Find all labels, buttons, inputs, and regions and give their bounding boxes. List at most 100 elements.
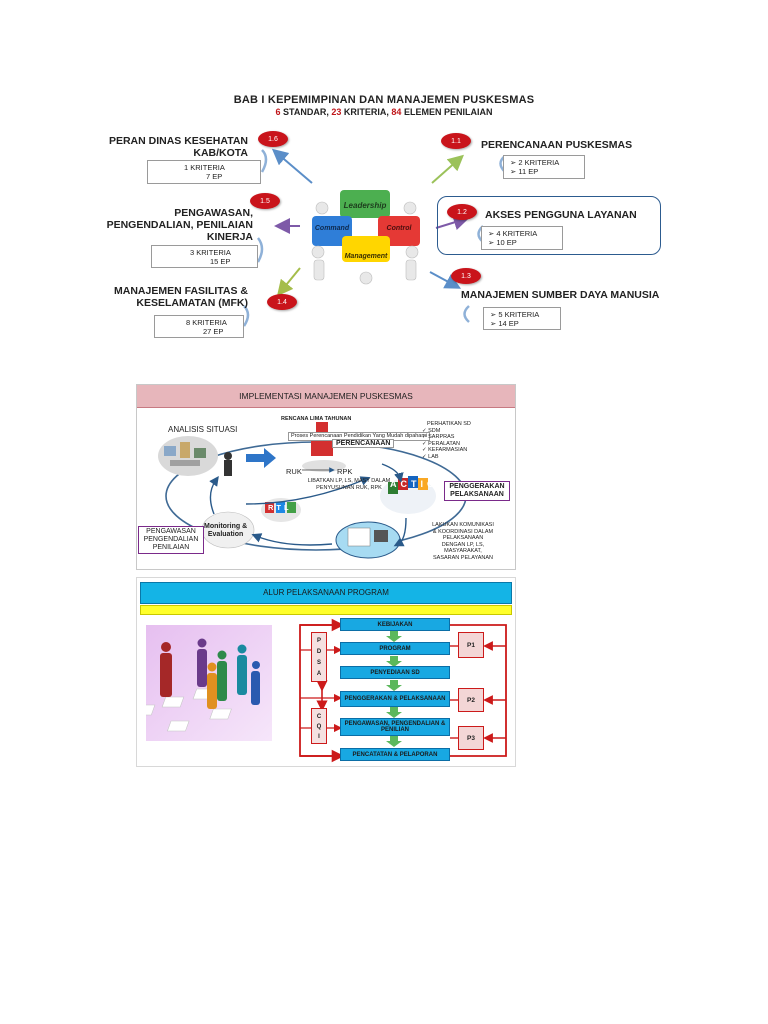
cqi-box: C Q I [311, 708, 327, 744]
action-letters: ACTION [390, 479, 449, 489]
pengawasan-box: PENGAWASAN PENGENDALIAN PENILAIAN [138, 526, 204, 554]
lakukan-line: MASYARAKAT, [444, 548, 482, 554]
alur-header: ALUR PELAKSANAAN PROGRAM [140, 582, 512, 604]
lakukan-line: LAKUKAN KOMUNIKASI [432, 522, 494, 528]
topic-line: KESELAMATAN (MFK) [136, 297, 248, 309]
topic-line: MANAJEMEN FASILITAS & [114, 285, 248, 297]
topic-line: PENGENDALIAN, PENILAIAN [106, 219, 253, 231]
criteria-box-1-2: ➢ 4 KRITERIA ➢ 10 EP [481, 226, 563, 250]
badge-1-6: 1.6 [258, 131, 288, 147]
kriteria-text: ➢ 5 KRITERIA [490, 310, 540, 319]
rtl-letter: L [284, 503, 292, 512]
action-letter: N [438, 479, 449, 489]
section1-arrows [242, 148, 506, 327]
checklist-sd: PERHATIKAN SD ✓ SDM ✓ SARPRAS ✓ PERALATA… [422, 421, 471, 460]
monitoring-line: Evaluation [207, 531, 244, 538]
p3-box: P3 [458, 726, 484, 750]
flow-penyediaan-sd: PENYEDIAAN SD [340, 666, 450, 679]
rtl-letter: T [276, 503, 285, 512]
topic-peran-dinas: PERAN DINAS KESEHATAN KAB/KOTA [100, 135, 248, 159]
pengawasan-line: PENGENDALIAN [143, 536, 199, 543]
flow-pengawasan: PENGAWASAN, PENGENDALIAN & PENILIAN [340, 718, 450, 736]
criteria-box-1-1: ➢ 2 KRITERIA ➢ 11 EP [503, 155, 585, 179]
kriteria-count: 23 [331, 107, 342, 117]
checklist-item: ✓ LAB [422, 453, 439, 460]
control-label: Control [387, 225, 413, 232]
checklist-item: ✓ SDM [422, 427, 441, 434]
person-red [160, 642, 172, 697]
analisis-situasi-label: ANALISIS SITUASI [168, 425, 238, 434]
topic-line: PERAN DINAS KESEHATAN [108, 135, 248, 147]
puzzle-piece-leadership: Leadership [340, 190, 390, 218]
puzzle-piece-command: Command [312, 216, 352, 246]
management-label: Management [345, 253, 388, 260]
ep-count: 84 [391, 107, 402, 117]
person-orange [207, 662, 217, 709]
penggerakan-line: PELAKSANAAN [450, 491, 504, 498]
section1-title: BAB I KEPEMIMPINAN DAN MANAJEMEN PUSKESM… [233, 94, 535, 106]
pengawasan-line: PENGAWASAN [146, 528, 196, 535]
cqi-letter: Q [316, 724, 322, 730]
monitoring-evaluation-label: Monitoring & Evaluation [204, 523, 247, 539]
kriteria-text: ➢ 4 KRITERIA [488, 229, 538, 238]
badge-1-5: 1.5 [250, 193, 280, 209]
ep-value: 14 EP [498, 319, 519, 328]
p2-box: P2 [458, 688, 484, 712]
checklist-item: ✓ PERALATAN [422, 440, 461, 447]
down-arrows [386, 631, 402, 747]
kriteria-text: ➢ 2 KRITERIA [510, 158, 560, 167]
ep-text: 7 EP [206, 172, 223, 181]
action-letter: A [390, 479, 401, 489]
pdsa-letter: S [316, 660, 321, 666]
pdsa-box: P D S A [311, 632, 327, 682]
cqi-letter: I [318, 734, 320, 740]
kriteria-text: 3 KRITERIA [190, 248, 231, 257]
rpk-label: RPK [337, 467, 353, 476]
subtitle-text-2: KRITERIA, [341, 107, 392, 117]
flow-kebijakan: KEBIJAKAN [340, 618, 450, 631]
cqi-letter: C [316, 714, 322, 720]
checklist-value: LAB [428, 453, 439, 460]
flow-program: PROGRAM [340, 642, 450, 655]
lakukan-line: & KOORDINASI DALAM [432, 528, 494, 535]
topic-perencanaan: PERENCANAAN PUSKESMAS [481, 139, 633, 151]
badge-1-1: 1.1 [441, 133, 471, 149]
topic-pengawasan: PENGAWASAN, PENGENDALIAN, PENILAIAN KINE… [100, 207, 253, 243]
lakukan-line: PELAKSANAAN [442, 535, 484, 541]
monitoring-line: Monitoring & [204, 523, 248, 530]
checklist-value: SDM [428, 427, 441, 434]
topic-line: PENGAWASAN, [174, 207, 253, 219]
pdsa-letter: P [316, 638, 321, 644]
highlight-frame-1-2 [437, 196, 661, 255]
libatkan-text: LIBATKAN LP, LS, MASY DALAM PENYUSUNAN R… [294, 478, 404, 491]
topic-manajemen-fasilitas: MANAJEMEN FASILITAS & KESELAMATAN (MFK) [100, 285, 248, 309]
kriteria-text: 1 KRITERIA [184, 163, 225, 172]
ep-text: ➢ 14 EP [490, 319, 519, 328]
penggerakan-line: PENGGERAKAN [449, 483, 505, 490]
ep-value: 11 EP [518, 167, 539, 176]
action-letter: T [411, 479, 421, 489]
perencanaan-label: PERENCANAAN [332, 439, 395, 448]
badge-1-4: 1.4 [267, 294, 297, 310]
person-blue [251, 661, 260, 705]
command-label: Command [315, 225, 350, 232]
topic-line: KAB/KOTA [193, 147, 248, 159]
pdsa-letter: D [316, 649, 322, 655]
puzzle-people-image: Leadership Command Control Management [311, 190, 420, 285]
libatkan-line: LIBATKAN LP, LS, MASY DALAM [307, 478, 391, 484]
person-purple [197, 638, 207, 687]
checklist-value: SARPRAS [428, 434, 455, 440]
rtl-letters: RTL [268, 503, 292, 512]
pengawasan-line: PENILAIAN [152, 544, 190, 551]
badge-1-3: 1.3 [451, 268, 481, 284]
rencana-lima-tahunan-label: RENCANA LIMA TAHUNAN [281, 416, 352, 422]
ep-text: ➢ 11 EP [510, 167, 539, 176]
kriteria-value: 2 KRITERIA [518, 158, 560, 167]
libatkan-line: PENYUSUNAN RUK, RPK [316, 484, 382, 491]
business-people-image [146, 625, 272, 741]
penggerakan-pelaksanaan-box: PENGGERAKAN PELAKSANAAN [444, 481, 510, 501]
standar-count: 6 [275, 107, 281, 117]
pdsa-letter: A [316, 671, 322, 677]
flow-pencatatan: PENCATATAN & PELAPORAN [340, 748, 450, 761]
ep-text: ➢ 10 EP [488, 238, 517, 247]
